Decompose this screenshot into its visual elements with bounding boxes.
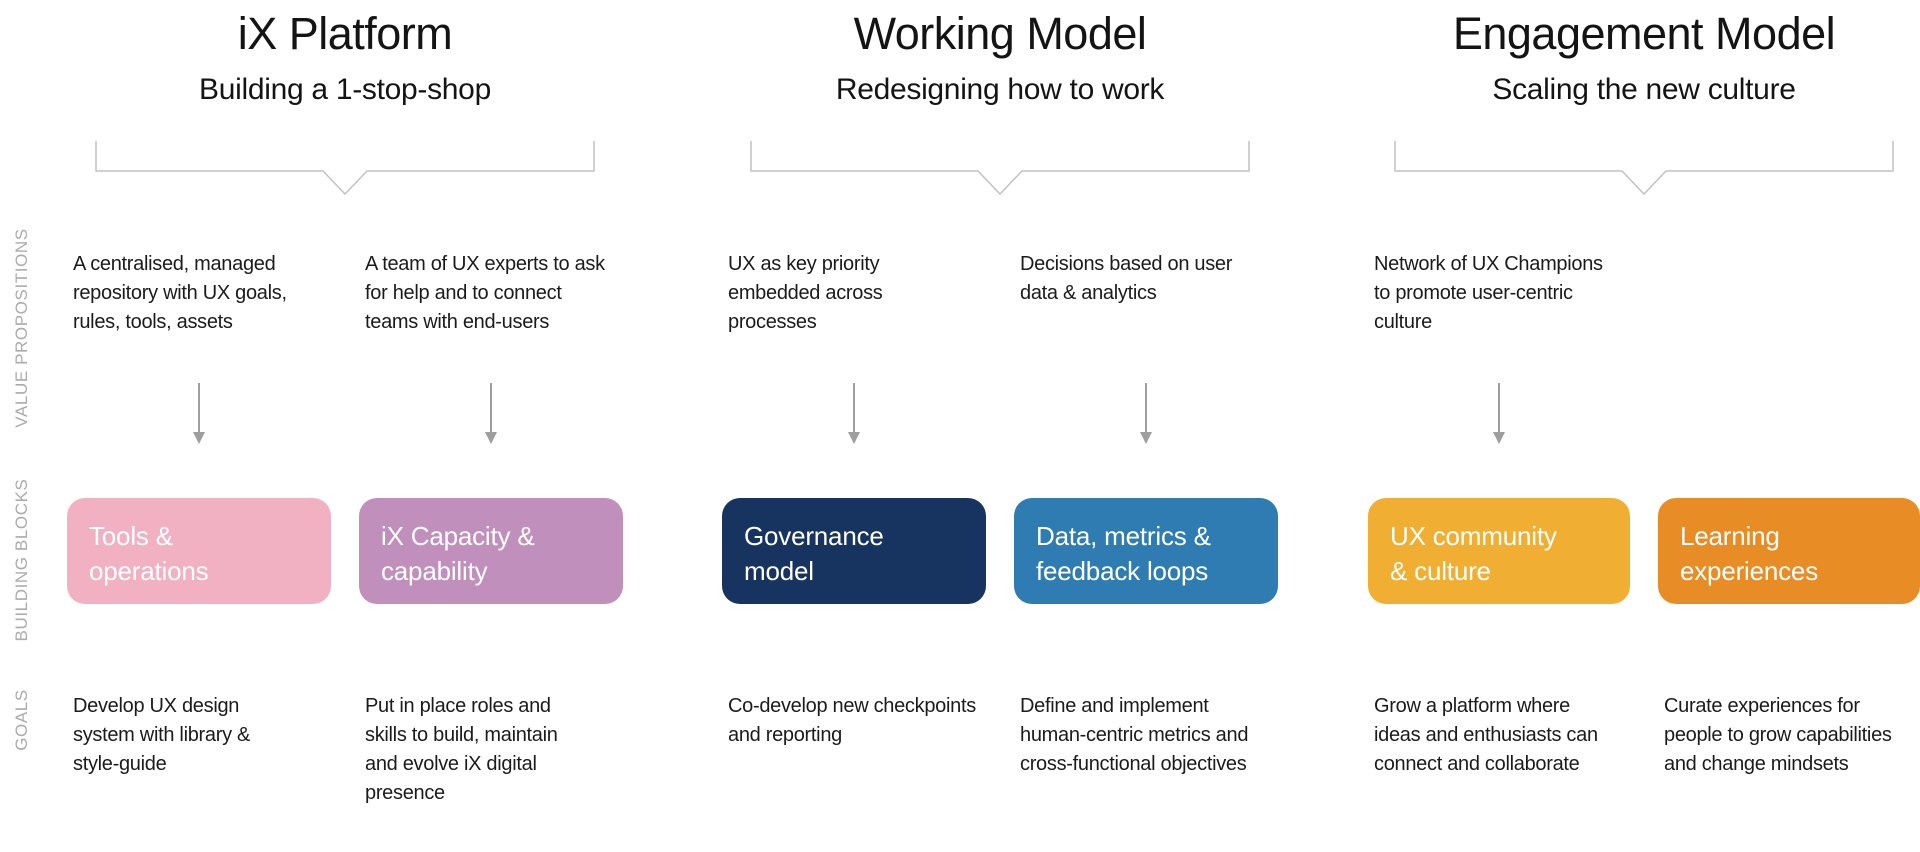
column-header: iX Platform Building a 1-stop-shop [65,8,625,108]
building-block-data-metrics-feedback: Data, metrics & feedback loops [1014,498,1278,604]
value-proposition: A team of UX experts to ask for help and… [365,253,605,333]
down-arrow-icon [359,383,623,445]
goal-text: Grow a platform where ideas and enthusia… [1374,695,1598,775]
column-subtitle: Redesigning how to work [835,73,1165,106]
goal-text: Put in place roles and skills to build, … [365,695,558,804]
goal-text: Develop UX design system with library & … [73,695,251,775]
column-engagement-model: Engagement Model Scaling the new culture… [1368,0,1920,852]
building-block-governance-model: Governance model [722,498,986,604]
down-arrow-icon [1368,383,1630,445]
down-arrow-icon [722,383,986,445]
value-proposition: Network of UX Champions to promote user-… [1374,253,1603,333]
value-proposition: A centralised, managed repository with U… [73,253,287,333]
goal-text: Co-develop new checkpoints and reporting [728,695,976,746]
column-title: iX Platform [237,8,453,59]
column-title: Working Model [853,8,1147,59]
rail-label-building-blocks: BUILDING BLOCKS [12,478,31,642]
bracket-icon [95,141,595,196]
column-subtitle: Scaling the new culture [1492,73,1796,106]
column-ix-platform: iX Platform Building a 1-stop-shop A cen… [67,0,623,852]
column-subtitle: Building a 1-stop-shop [199,73,491,106]
value-proposition [1658,250,1920,337]
goal-text: Define and implement human-centric metri… [1020,695,1249,775]
down-arrow-icon [1014,383,1278,445]
value-proposition: Decisions based on user data & analytics [1020,253,1233,304]
rail-label-value-propositions: VALUE PROPOSITIONS [12,228,31,428]
bracket-icon [750,141,1250,196]
column-header: Working Model Redesigning how to work [720,8,1280,108]
column-working-model: Working Model Redesigning how to work UX… [722,0,1278,852]
value-proposition: UX as key priority embedded across proce… [728,253,883,333]
bracket-icon [1394,141,1894,196]
building-block-tools-operations: Tools & operations [67,498,331,604]
building-block-ux-community-culture: UX community & culture [1368,498,1630,604]
arrow-placeholder [1658,383,1920,445]
goal-text: Curate experiences for people to grow ca… [1664,695,1892,775]
column-header: Engagement Model Scaling the new culture [1364,8,1920,108]
down-arrow-icon [67,383,331,445]
rail-label-goals: GOALS [12,689,31,751]
building-block-ix-capacity-capability: iX Capacity & capability [359,498,623,604]
building-block-learning-experiences: Learning experiences [1658,498,1920,604]
column-title: Engagement Model [1452,8,1836,59]
